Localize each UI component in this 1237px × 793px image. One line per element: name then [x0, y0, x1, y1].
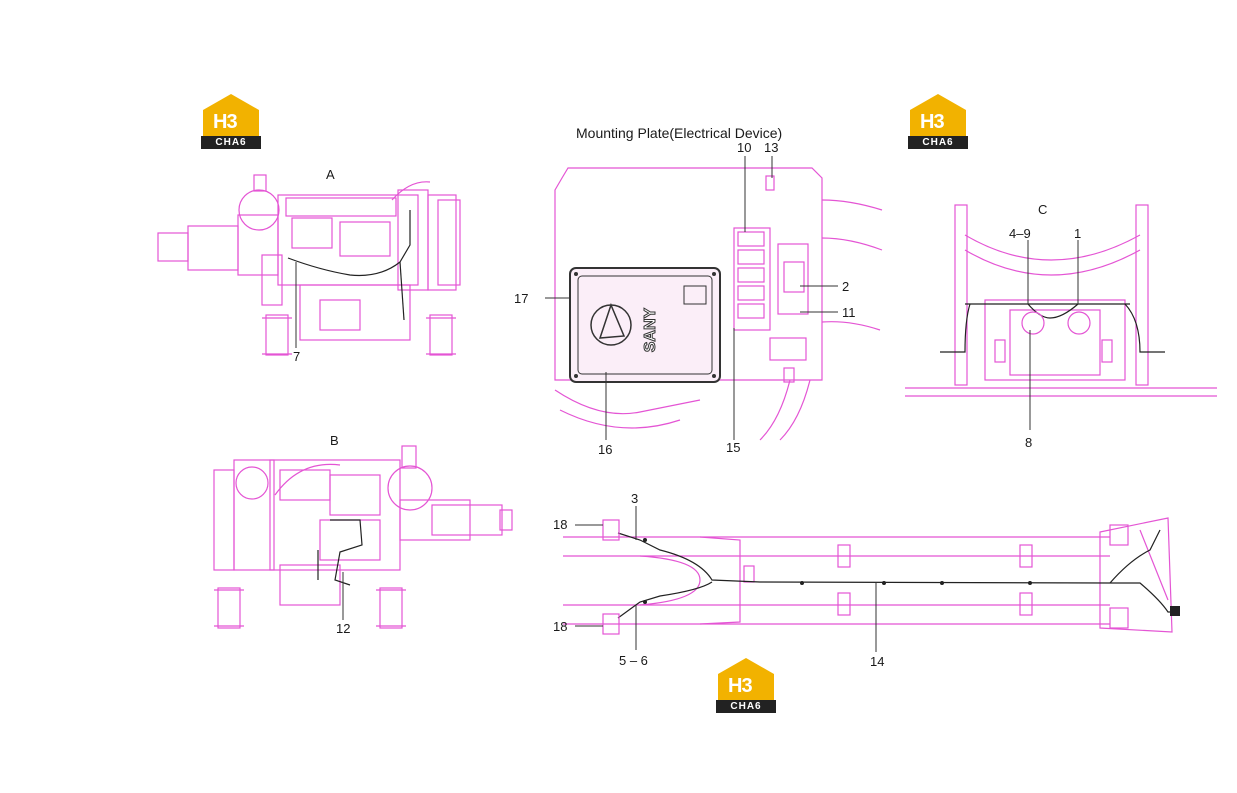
mounting-plate-view: [554, 167, 883, 441]
callout-18-bottom: 18: [553, 619, 568, 634]
callout-10: 10: [737, 140, 752, 155]
horn-right: [1067, 311, 1091, 335]
callout-14: 14: [870, 654, 885, 669]
callout-4-9: 4–9: [1009, 226, 1031, 241]
callout-17: 17: [514, 291, 529, 306]
callout-16: 16: [598, 442, 613, 457]
callout-3: 3: [631, 491, 639, 506]
callout-11: 11: [842, 305, 856, 320]
callout-18-top: 18: [553, 517, 568, 532]
wire-routes: [287, 210, 1180, 619]
callout-13: 13: [764, 140, 779, 155]
callout-12: 12: [336, 621, 351, 636]
view-b-label: B: [330, 433, 339, 448]
leader-lines: [295, 156, 1079, 652]
callout-8: 8: [1025, 435, 1033, 450]
mounting-plate-title: Mounting Plate(Electrical Device): [576, 125, 783, 141]
ecu-module: SANY: [569, 267, 721, 383]
connector-18-bottom: [602, 613, 620, 635]
brand-logo-bottom: H3 CHA6: [716, 658, 776, 714]
engine-view-a: [157, 174, 461, 356]
callout-2: 2: [842, 279, 850, 294]
brand-logo-top-left: H3 CHA6: [201, 94, 261, 150]
horn-left: [1021, 311, 1045, 335]
callout-1: 1: [1074, 226, 1082, 241]
wire-connectors: [643, 538, 1180, 616]
chassis-view: [563, 517, 1173, 633]
connector-18-top: [602, 519, 620, 541]
ecu-brand-text: SANY: [642, 307, 659, 352]
view-c-label: C: [1038, 202, 1048, 217]
frame-view-c: [905, 204, 1217, 397]
engine-view-b: [213, 445, 513, 629]
callout-7: 7: [293, 349, 301, 364]
callout-5-6: 5 – 6: [619, 653, 648, 668]
brand-logo-top-right: H3 CHA6: [908, 94, 968, 150]
view-a-label: A: [326, 167, 335, 182]
callout-15: 15: [726, 440, 741, 455]
